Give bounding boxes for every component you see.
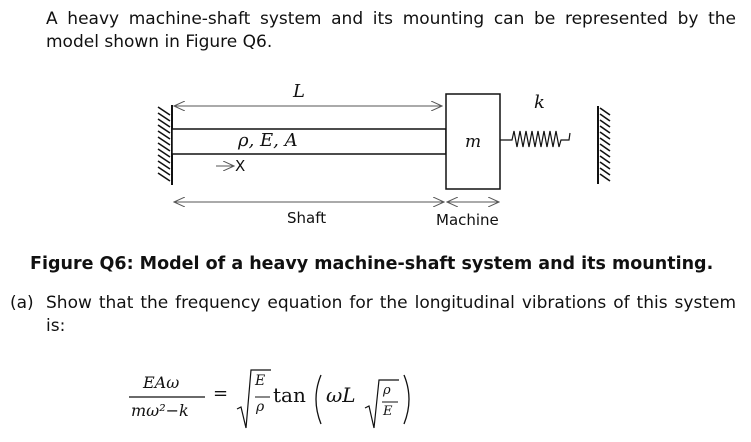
mass-label: m bbox=[465, 132, 482, 152]
sqrt-denominator: ρ bbox=[256, 399, 265, 415]
machine-mass-block bbox=[445, 93, 501, 190]
stiffness-label: k bbox=[534, 92, 545, 113]
problem-intro: A heavy machine-shaft system and its mou… bbox=[46, 9, 736, 52]
x-coordinate-label: X bbox=[235, 157, 246, 175]
left-wall-support bbox=[157, 105, 173, 185]
material-properties-label: ρ, E, A bbox=[238, 130, 298, 151]
lhs-denominator: mω²−k bbox=[131, 401, 189, 420]
spring-k bbox=[500, 130, 571, 148]
equation-strokes bbox=[129, 369, 410, 429]
lhs-numerator: EAω bbox=[143, 373, 180, 392]
shaft-label: Shaft bbox=[287, 209, 327, 227]
inner-sqrt-denominator: E bbox=[383, 404, 393, 419]
inner-sqrt-numerator: ρ bbox=[383, 383, 391, 398]
frequency-equation: EAω mω²−k = E ρ tan ωL ρ E bbox=[125, 362, 445, 437]
right-wall-support bbox=[597, 106, 611, 184]
tan-function: tan bbox=[273, 383, 306, 407]
figure-caption: Figure Q6: Model of a heavy machine-shaf… bbox=[30, 254, 714, 274]
model-drawing bbox=[157, 93, 611, 240]
figure-q6-diagram: L k ρ, E, A X m Shaft Machine bbox=[150, 80, 620, 240]
machine-label: Machine bbox=[436, 211, 499, 229]
equals-sign: = bbox=[213, 383, 229, 404]
part-a-text: Show that the frequency equation for the… bbox=[46, 293, 736, 336]
shaft-body bbox=[171, 128, 447, 155]
length-label: L bbox=[293, 81, 305, 102]
sqrt-numerator: E bbox=[255, 373, 266, 389]
part-marker: (a) bbox=[10, 293, 34, 313]
omega-l-argument: ωL bbox=[326, 383, 356, 407]
